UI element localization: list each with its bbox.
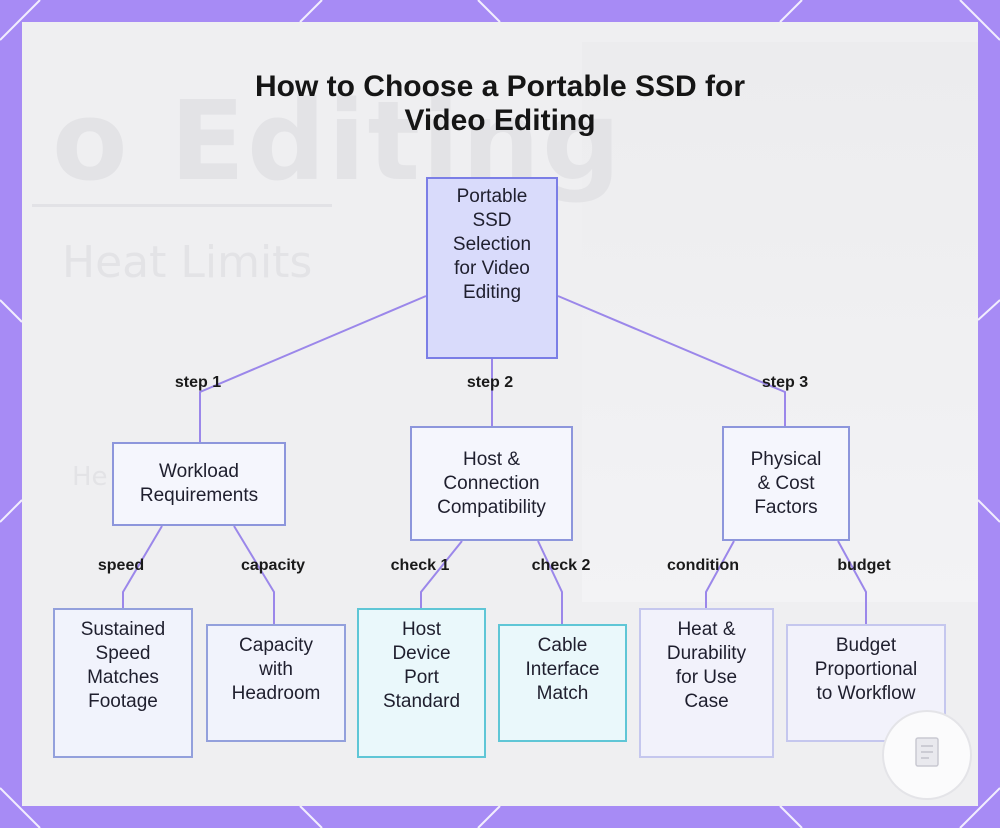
node-capacity-headroom: Capacity with Headroom: [206, 624, 346, 742]
edge-label-condition: condition: [667, 557, 739, 574]
edge-check2: [537, 540, 563, 624]
node-sustained-speed: Sustained Speed Matches Footage: [53, 608, 193, 758]
background-text: He: [72, 462, 108, 492]
node-cable-interface: Cable Interface Match: [498, 624, 627, 742]
edge-step1: [199, 295, 427, 442]
node-host-connection: Host & Connection Compatibility: [410, 426, 573, 541]
background-divider: [32, 204, 332, 207]
connector-lines: [122, 295, 867, 624]
node-workload-requirements: Workload Requirements: [112, 442, 286, 526]
document-icon: [912, 736, 942, 775]
edge-label-step1: step 1: [174, 374, 222, 391]
edge-label-check2: check 2: [531, 557, 591, 574]
edge-label-step2: step 2: [466, 374, 514, 391]
edge-condition: [705, 540, 735, 608]
edge-label-step3: step 3: [761, 374, 809, 391]
edge-label-capacity: capacity: [240, 557, 306, 574]
edge-label-budget: budget: [837, 557, 891, 574]
diagram-card: o Editing Heat Limits He How to Choose a…: [22, 22, 978, 806]
node-heat-durability: Heat & Durability for Use Case: [639, 608, 774, 758]
edge-capacity: [233, 525, 275, 624]
edge-check1: [420, 540, 463, 608]
edge-label-check1: check 1: [390, 557, 450, 574]
background-text: Heat Limits: [62, 237, 313, 288]
node-host-port-standard: Host Device Port Standard: [357, 608, 486, 758]
edge-budget: [837, 540, 867, 624]
edge-label-speed: speed: [97, 557, 145, 574]
edge-step3: [557, 295, 786, 426]
watermark-badge: [882, 710, 972, 800]
diagram-title: How to Choose a Portable SSD for Video E…: [254, 70, 746, 137]
node-physical-cost: Physical & Cost Factors: [722, 426, 850, 541]
edge-speed: [122, 525, 163, 608]
node-root: Portable SSD Selection for Video Editing: [426, 177, 558, 359]
